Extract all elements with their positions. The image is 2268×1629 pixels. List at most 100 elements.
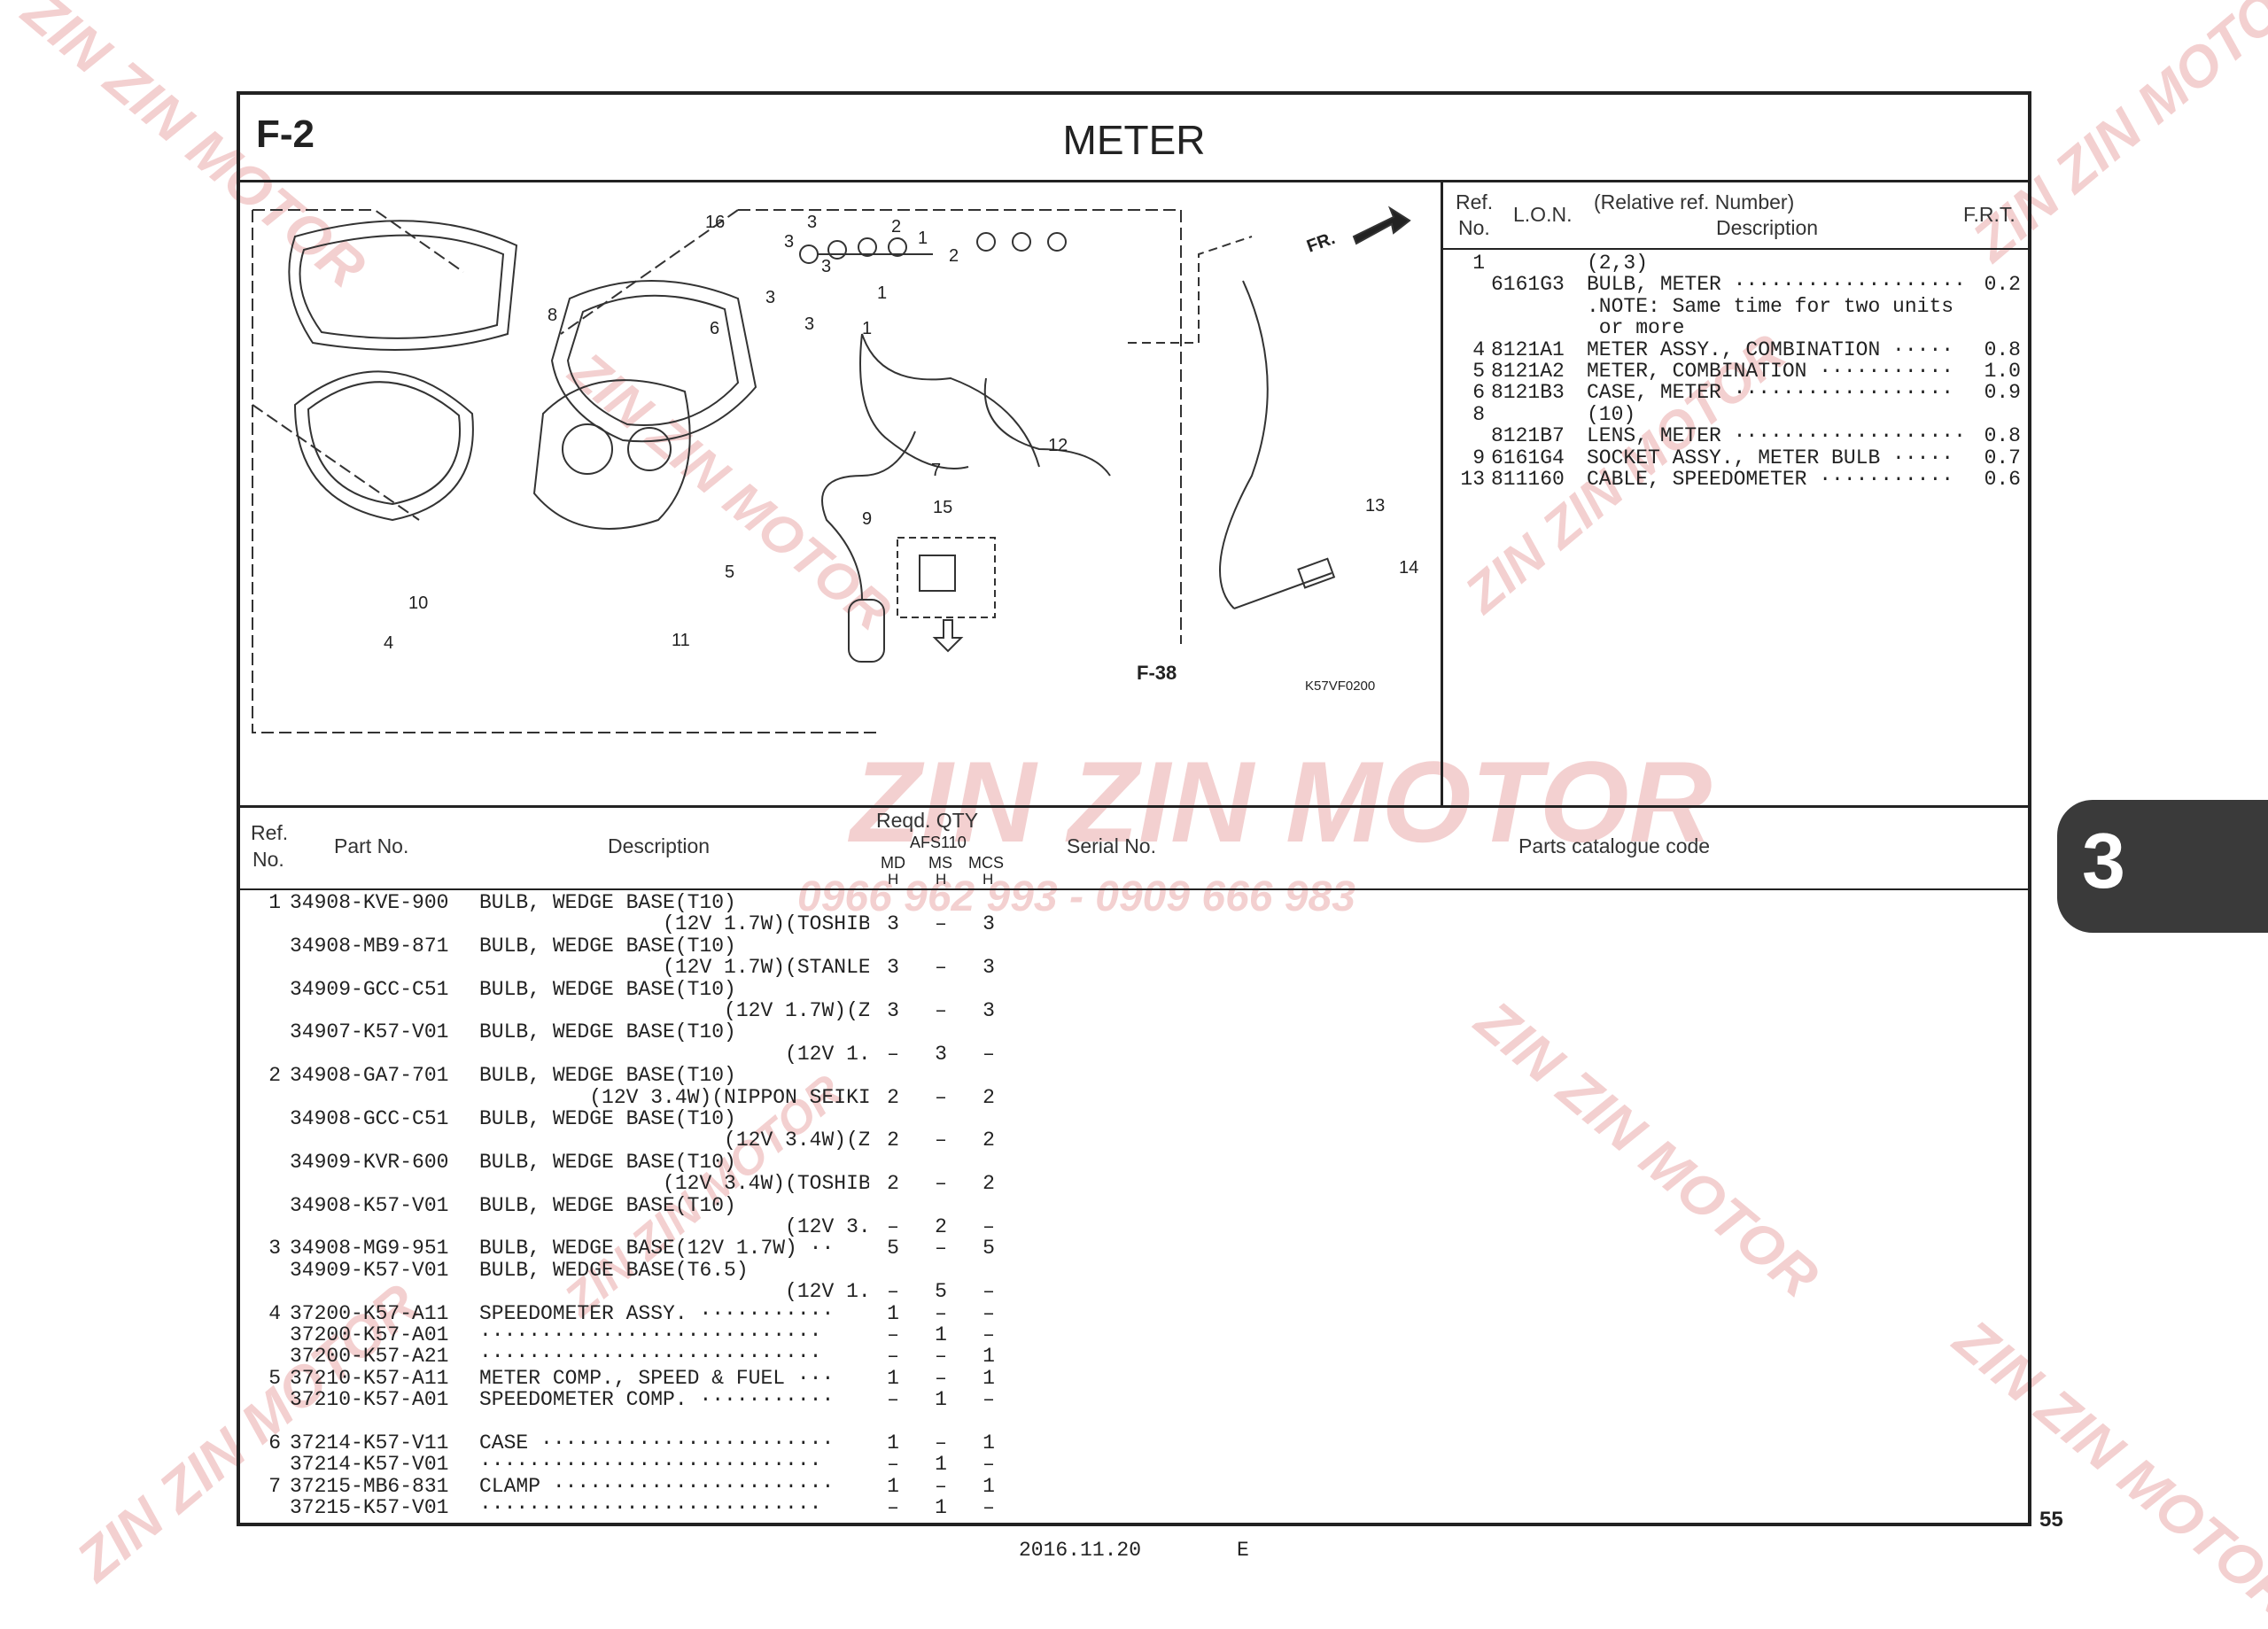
lon-description: LENS, METER ···················	[1587, 425, 1966, 447]
lon-frt: 1.0	[1984, 361, 2021, 383]
row-part-no: 34908-GA7-701	[290, 1065, 449, 1087]
parts-header-divider	[240, 888, 2028, 890]
fr-label: FR.	[1304, 229, 1338, 257]
parts-header-ref: Ref.	[251, 821, 289, 844]
lon-description: SOCKET ASSY., METER BULB ·····	[1587, 446, 1954, 469]
row-qty-mcs: –	[983, 1497, 995, 1519]
row-ref: 7	[268, 1475, 281, 1498]
callout-1c: 1	[862, 319, 872, 338]
footer-date: 2016.11.20	[1019, 1539, 1142, 1562]
lon-description: BULB, METER ···················	[1587, 274, 1966, 296]
row-qty-mcs: –	[983, 1302, 995, 1324]
callout-3d: 3	[765, 288, 775, 307]
page-title: METER	[1062, 117, 1206, 163]
row-qty-ms: –	[935, 1346, 947, 1368]
row-qty-md: 1	[887, 1475, 899, 1498]
row-qty-md: –	[887, 1324, 899, 1346]
row-qty-mcs: 2	[983, 1173, 995, 1195]
callout-3c: 3	[821, 257, 831, 276]
parts-header-variant-md: MD	[881, 854, 905, 872]
table-row: (12V 1.7W)–5–	[240, 1281, 1037, 1302]
row-qty-ms: –	[935, 1129, 947, 1152]
row-qty-ms: –	[935, 1173, 947, 1195]
table-row: 37215-K57-V01 ···························…	[240, 1497, 1037, 1518]
callout-9: 9	[862, 509, 872, 529]
row-ref: 3	[268, 1237, 281, 1260]
row-qty-md: –	[887, 1346, 899, 1368]
parts-header-sub-mcs: H	[983, 871, 994, 888]
row-qty-md: –	[887, 1454, 899, 1476]
row-part-no: 37214-K57-V11	[290, 1432, 449, 1454]
lon-ref: 5	[1472, 361, 1485, 383]
row-part-no: 34908-MB9-871	[290, 935, 449, 958]
lon-row: or more	[1445, 317, 2021, 338]
lon-ref: 13	[1460, 469, 1485, 491]
callout-16: 16	[705, 213, 725, 232]
callout-3b: 3	[784, 232, 794, 252]
row-description: BULB, WEDGE BASE(T10)	[479, 1151, 736, 1174]
row-part-no: 34909-KVR-600	[290, 1151, 449, 1174]
lon-code: 8121B7	[1491, 425, 1565, 447]
lon-ref: 9	[1472, 446, 1485, 469]
lon-description: .NOTE: Same time for two units	[1587, 295, 1954, 318]
row-description: ····························	[479, 1324, 822, 1346]
row-qty-mcs: –	[983, 1043, 995, 1066]
callout-14: 14	[1399, 558, 1418, 578]
footer-edition: E	[1237, 1539, 1249, 1562]
row-qty-ms: 1	[935, 1454, 947, 1476]
row-ref: 5	[268, 1367, 281, 1390]
lon-ref: 6	[1472, 382, 1485, 404]
row-description: (12V 3.4W)(NIPPON SEIKI)	[479, 1086, 869, 1108]
parts-header-sub-ms: H	[936, 871, 947, 888]
row-description: ····························	[479, 1497, 822, 1519]
row-part-no: 34908-MG9-951	[290, 1237, 449, 1260]
row-part-no: 37215-K57-V01	[290, 1497, 449, 1519]
lon-header-no: No.	[1458, 216, 1490, 239]
parts-header-sub-md: H	[888, 871, 899, 888]
row-qty-ms: –	[935, 913, 947, 935]
lon-ref: 1	[1472, 252, 1485, 275]
row-qty-mcs: 1	[983, 1367, 995, 1390]
row-part-no: 37200-K57-A01	[290, 1324, 449, 1346]
callout-2b: 2	[949, 246, 959, 266]
row-description: BULB, WEDGE BASE(T6.5)	[479, 1259, 749, 1282]
parts-header-variant-mcs: MCS	[968, 854, 1004, 872]
parts-header-reqd-qty: Reqd. QTY	[876, 809, 979, 832]
row-part-no: 37214-K57-V01	[290, 1454, 449, 1476]
row-qty-md: 2	[887, 1129, 899, 1152]
callout-11: 11	[672, 631, 690, 650]
lon-row: .NOTE: Same time for two units	[1445, 296, 2021, 317]
callout-2a: 2	[891, 217, 901, 237]
table-row: 37200-K57-A01 ···························…	[240, 1324, 1037, 1346]
row-description: (12V 3.4W)	[479, 1216, 869, 1238]
row-qty-ms: 3	[935, 1043, 947, 1066]
diagram-code: K57VF0200	[1305, 679, 1375, 694]
callout-12: 12	[1048, 436, 1068, 455]
row-part-no: 34909-K57-V01	[290, 1259, 449, 1282]
lon-description: CASE, METER ··················	[1587, 382, 1954, 404]
lon-frt: 0.8	[1984, 338, 2021, 361]
row-qty-md: 1	[887, 1302, 899, 1324]
row-qty-mcs: –	[983, 1454, 995, 1476]
table-row: (12V 3.4W)–2–	[240, 1216, 1037, 1237]
lon-code: 6161G4	[1491, 446, 1565, 469]
table-row: 34909-KVR-600 BULB, WEDGE BASE(T10)	[240, 1152, 1037, 1173]
row-description: SPEEDOMETER ASSY. ···········	[479, 1302, 835, 1324]
table-row: (12V 1.7W)(TOSHIBA)3–3	[240, 913, 1037, 935]
callout-13: 13	[1365, 496, 1385, 516]
ref-f38-label: F-38	[1137, 662, 1177, 684]
row-qty-ms: 1	[935, 1324, 947, 1346]
row-description: (12V 1.7W)	[479, 1043, 869, 1066]
callout-1b: 1	[877, 283, 887, 303]
table-row	[240, 1411, 1037, 1432]
lon-header-description: Description	[1716, 216, 1819, 239]
lon-code: 8121B3	[1491, 382, 1565, 404]
